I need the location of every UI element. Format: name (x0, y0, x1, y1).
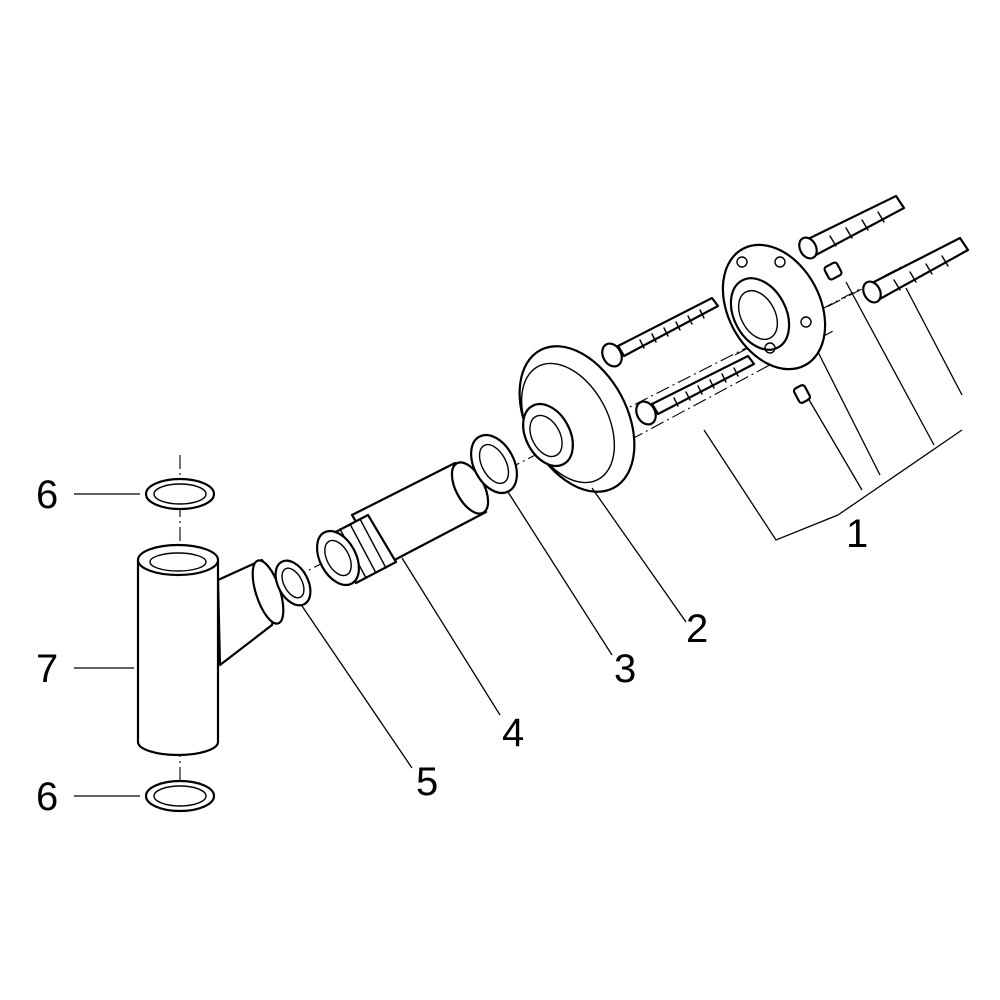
callout-6-bottom: 6 (36, 775, 58, 819)
set-screw-lower (792, 384, 812, 404)
callout-6-top: 6 (36, 473, 58, 517)
pipe-tee-body (136, 543, 285, 757)
cover-rosette (518, 345, 636, 493)
mounting-screw-lower (635, 354, 756, 426)
extension-tube (315, 461, 490, 587)
mounting-screw-upper (601, 296, 720, 368)
wall-plug-upper (798, 194, 906, 260)
mounting-flange (721, 243, 827, 371)
seal-ring-bottom (144, 779, 216, 813)
callout-7: 7 (36, 647, 58, 691)
flat-washer-5 (274, 559, 312, 607)
callout-1: 1 (846, 512, 868, 556)
leader-lines (74, 281, 963, 797)
callout-5: 5 (416, 760, 438, 804)
callout-labels: 1 2 3 4 5 6 6 7 (36, 473, 868, 819)
flat-washer-3 (470, 433, 518, 495)
callout-3: 3 (614, 647, 636, 691)
seal-ring-top (144, 477, 216, 511)
wall-plug-lower (862, 236, 970, 304)
callout-4: 4 (502, 711, 524, 755)
mounting-kit (601, 194, 970, 426)
callout-2: 2 (686, 607, 708, 651)
set-screw-upper (823, 261, 843, 281)
